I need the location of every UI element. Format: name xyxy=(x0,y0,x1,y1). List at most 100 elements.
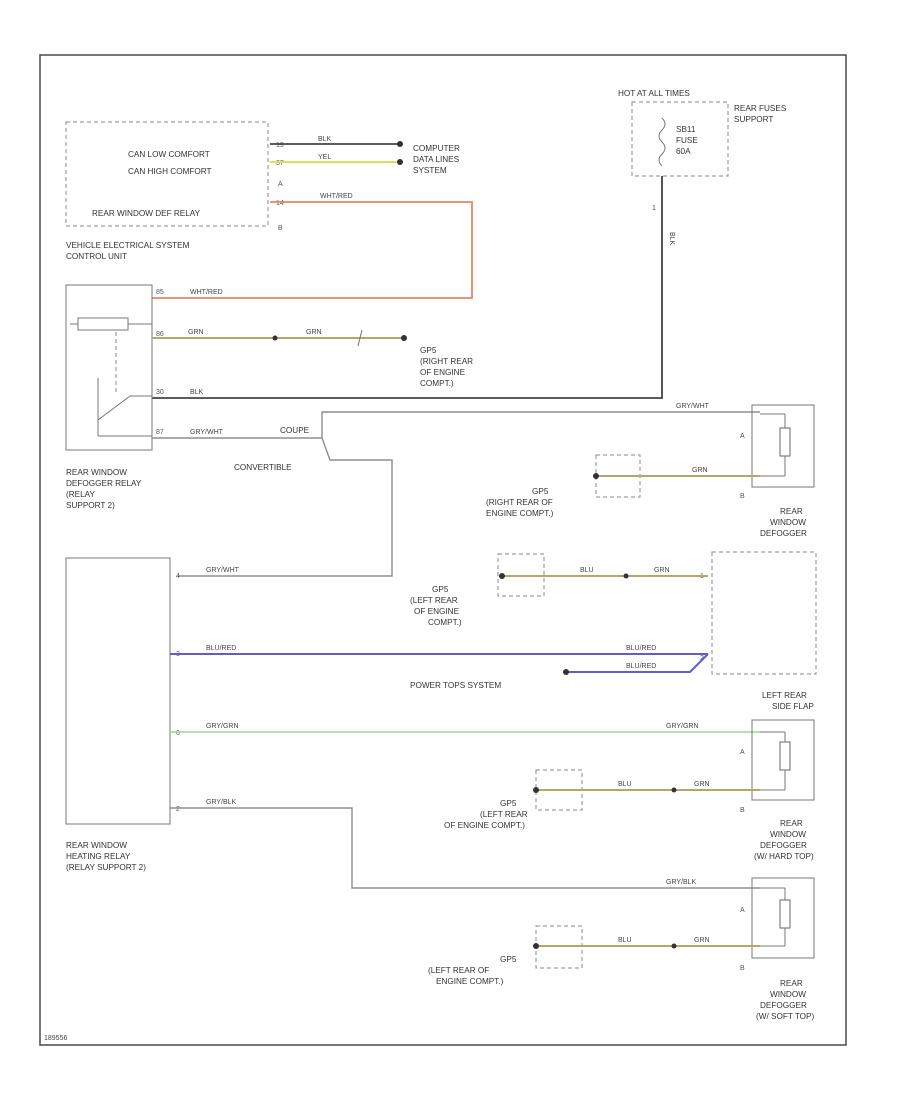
pin-hard-b: B xyxy=(740,807,745,814)
wire-defog-feed-color: GRY/WHT xyxy=(676,403,710,410)
can-wires: BLK YEL COMPUTER DATA LINES SYSTEM xyxy=(270,136,460,175)
coupe-label: COUPE xyxy=(280,426,310,435)
fuse-hot-header: HOT AT ALL TIMES xyxy=(618,89,690,98)
side-flap-module: 1 2 LEFT REAR SIDE FLAP xyxy=(700,551,817,711)
ground-g7-line1: (LEFT REAR xyxy=(410,596,458,605)
pin-relay-in: 85 xyxy=(156,289,164,296)
pin-hard-a: A xyxy=(740,749,745,756)
pin-relay-ctrl: 14 xyxy=(276,200,284,207)
pin-relay-gnd: 86 xyxy=(156,331,164,338)
power-tops-label: POWER TOPS SYSTEM xyxy=(410,681,501,690)
defogger-line3: DEFOGGER xyxy=(760,529,807,538)
pin-heat-in: 4 xyxy=(176,573,180,580)
defog-relay-output-label: REAR WINDOW DEF RELAY xyxy=(92,209,201,218)
fuse-feed-wire: BLK BLK xyxy=(152,176,675,399)
defogger-hard-line3: DEFOGGER xyxy=(760,841,807,850)
ground-g5-line1: (RIGHT REAR xyxy=(420,357,473,366)
defogger-soft-line3: DEFOGGER xyxy=(760,1001,807,1010)
pin-soft-b: B xyxy=(740,965,745,972)
pin-relay-feed: 30 xyxy=(156,389,164,396)
diagram-code: 189556 xyxy=(44,1035,67,1042)
vescu-title-line2: CONTROL UNIT xyxy=(66,252,127,261)
defogger-line2: WINDOW xyxy=(770,518,806,527)
fuse-label: FUSE xyxy=(676,136,698,145)
pin-heat-grn: 6 xyxy=(176,730,180,737)
defogger-soft-line2: WINDOW xyxy=(770,990,806,999)
defogger-line1: REAR xyxy=(780,507,803,516)
blu-red-wires: BLU/RED BLU/RED BLU/RED POWER TOPS SYSTE… xyxy=(170,645,709,690)
side-flap-line1: LEFT REAR xyxy=(762,691,807,700)
wire-flap-gnd2-color: GRN xyxy=(654,567,670,574)
ground-g6-line2: ENGINE COMPT.) xyxy=(486,509,554,518)
diagram-frame xyxy=(39,54,847,1046)
wire-relay-ctrl-color: WHT/RED xyxy=(320,193,353,200)
can-low-label: CAN LOW COMFORT xyxy=(128,150,210,159)
ground-g7-line2: OF ENGINE xyxy=(414,607,460,616)
defogger-soft-line4: (W/ SOFT TOP) xyxy=(756,1012,814,1021)
vescu-module: CAN LOW COMFORT CAN HIGH COMFORT REAR WI… xyxy=(65,121,284,261)
defogger-hard-line1: REAR xyxy=(780,819,803,828)
side-flap-line2: SIDE FLAP xyxy=(772,702,814,711)
relay-output-wire: GRY/WHT COUPE CONVERTIBLE GRY/WHT xyxy=(152,403,760,577)
pin-can-high: 37 xyxy=(276,160,284,167)
computer-data-line2: DATA LINES xyxy=(413,155,460,164)
hard-top-ground: BLU GRN GP5 (LEFT REAR OF ENGINE COMPT.) xyxy=(444,769,760,830)
computer-data-line1: COMPUTER xyxy=(413,144,460,153)
defogger-ground: GRN GP5 (RIGHT REAR OF ENGINE COMPT.) xyxy=(486,454,760,518)
ground-g5-line3: COMPT.) xyxy=(420,379,454,388)
ground-g7-line3: COMPT.) xyxy=(428,618,462,627)
heating-relay-line1: REAR WINDOW xyxy=(66,841,127,850)
ground-g8-id: GP5 xyxy=(500,799,517,808)
ground-g6-id: GP5 xyxy=(532,487,549,496)
wire-blu-red2-color: BLU/RED xyxy=(626,645,656,652)
pin-defog-b: B xyxy=(740,493,745,500)
defogger-relay: 85 86 30 87 REAR WINDOW DEFOGGER RELAY (… xyxy=(65,284,164,510)
ground-g9-line1: (LEFT REAR OF xyxy=(428,966,489,975)
wire-fuse-out-color: BLK xyxy=(668,232,675,246)
heating-relay-line3: (RELAY SUPPORT 2) xyxy=(66,863,146,872)
heating-relay-line2: HEATING RELAY xyxy=(66,852,131,861)
defogger-relay-line1: REAR WINDOW xyxy=(66,468,127,477)
wire-defog-gnd-color: GRN xyxy=(692,467,708,474)
wire-blu-red3-color: BLU/RED xyxy=(626,663,656,670)
pin-defog-a: A xyxy=(740,433,745,440)
ground-g5-id: GP5 xyxy=(420,346,437,355)
wire-soft-gnd2-color: GRN xyxy=(694,937,710,944)
defogger-hard-line2: WINDOW xyxy=(770,830,806,839)
wire-flap-gnd1-color: BLU xyxy=(580,567,594,574)
fuse-panel-name-line1: REAR FUSES xyxy=(734,104,787,113)
defogger-soft-line1: REAR xyxy=(780,979,803,988)
defogger-relay-line4: SUPPORT 2) xyxy=(66,501,115,510)
fuse-panel: HOT AT ALL TIMES REAR FUSES SUPPORT SB11… xyxy=(618,89,787,212)
ground-g9-line2: ENGINE COMPT.) xyxy=(436,977,504,986)
ground-g5-line2: OF ENGINE xyxy=(420,368,466,377)
ground-g8-line2: OF ENGINE COMPT.) xyxy=(444,821,525,830)
vescu-title-line1: VEHICLE ELECTRICAL SYSTEM xyxy=(66,241,190,250)
wire-blu-red-color: BLU/RED xyxy=(206,645,236,652)
wire-gry-blk2-color: GRY/BLK xyxy=(666,879,697,886)
fuse-id: SB11 xyxy=(676,125,696,134)
defogger-soft-top: A B REAR WINDOW DEFOGGER (W/ SOFT TOP) xyxy=(740,877,815,1021)
wire-gnd-relay-a: GRN xyxy=(188,329,204,336)
wire-hard-gnd1-color: BLU xyxy=(618,781,632,788)
can-high-label: CAN HIGH COMFORT xyxy=(128,167,212,176)
rear-defogger: A B REAR WINDOW DEFOGGER xyxy=(740,404,815,538)
relay-control-wire: WHT/RED WHT/RED xyxy=(152,193,473,299)
ground-g7-id: GP5 xyxy=(432,585,449,594)
computer-data-line3: SYSTEM xyxy=(413,166,447,175)
soft-top-feed: GRY/BLK GRY/BLK xyxy=(170,799,760,889)
pin-heat-blk: 2 xyxy=(176,806,180,813)
wire-soft-gnd1-color: BLU xyxy=(618,937,632,944)
wire-relay-ctrl2-color: WHT/RED xyxy=(190,289,223,296)
defogger-hard-top: A B REAR WINDOW DEFOGGER (W/ HARD TOP) xyxy=(740,719,815,861)
wire-relay-feed-color: BLK xyxy=(190,389,204,396)
defogger-hard-line4: (W/ HARD TOP) xyxy=(754,852,814,861)
wire-heat-in-color: GRY/WHT xyxy=(206,567,240,574)
wire-gry-blk-color: GRY/BLK xyxy=(206,799,237,806)
ground-g8-line1: (LEFT REAR xyxy=(480,810,528,819)
hard-top-feed: GRY/GRN GRY/GRN xyxy=(170,723,760,733)
soft-top-ground: BLU GRN GP5 (LEFT REAR OF ENGINE COMPT.) xyxy=(428,925,760,986)
relay-ground: GRN GRN GP5 (RIGHT REAR OF ENGINE COMPT.… xyxy=(152,329,473,388)
vescu-connector-a: A xyxy=(278,181,283,188)
